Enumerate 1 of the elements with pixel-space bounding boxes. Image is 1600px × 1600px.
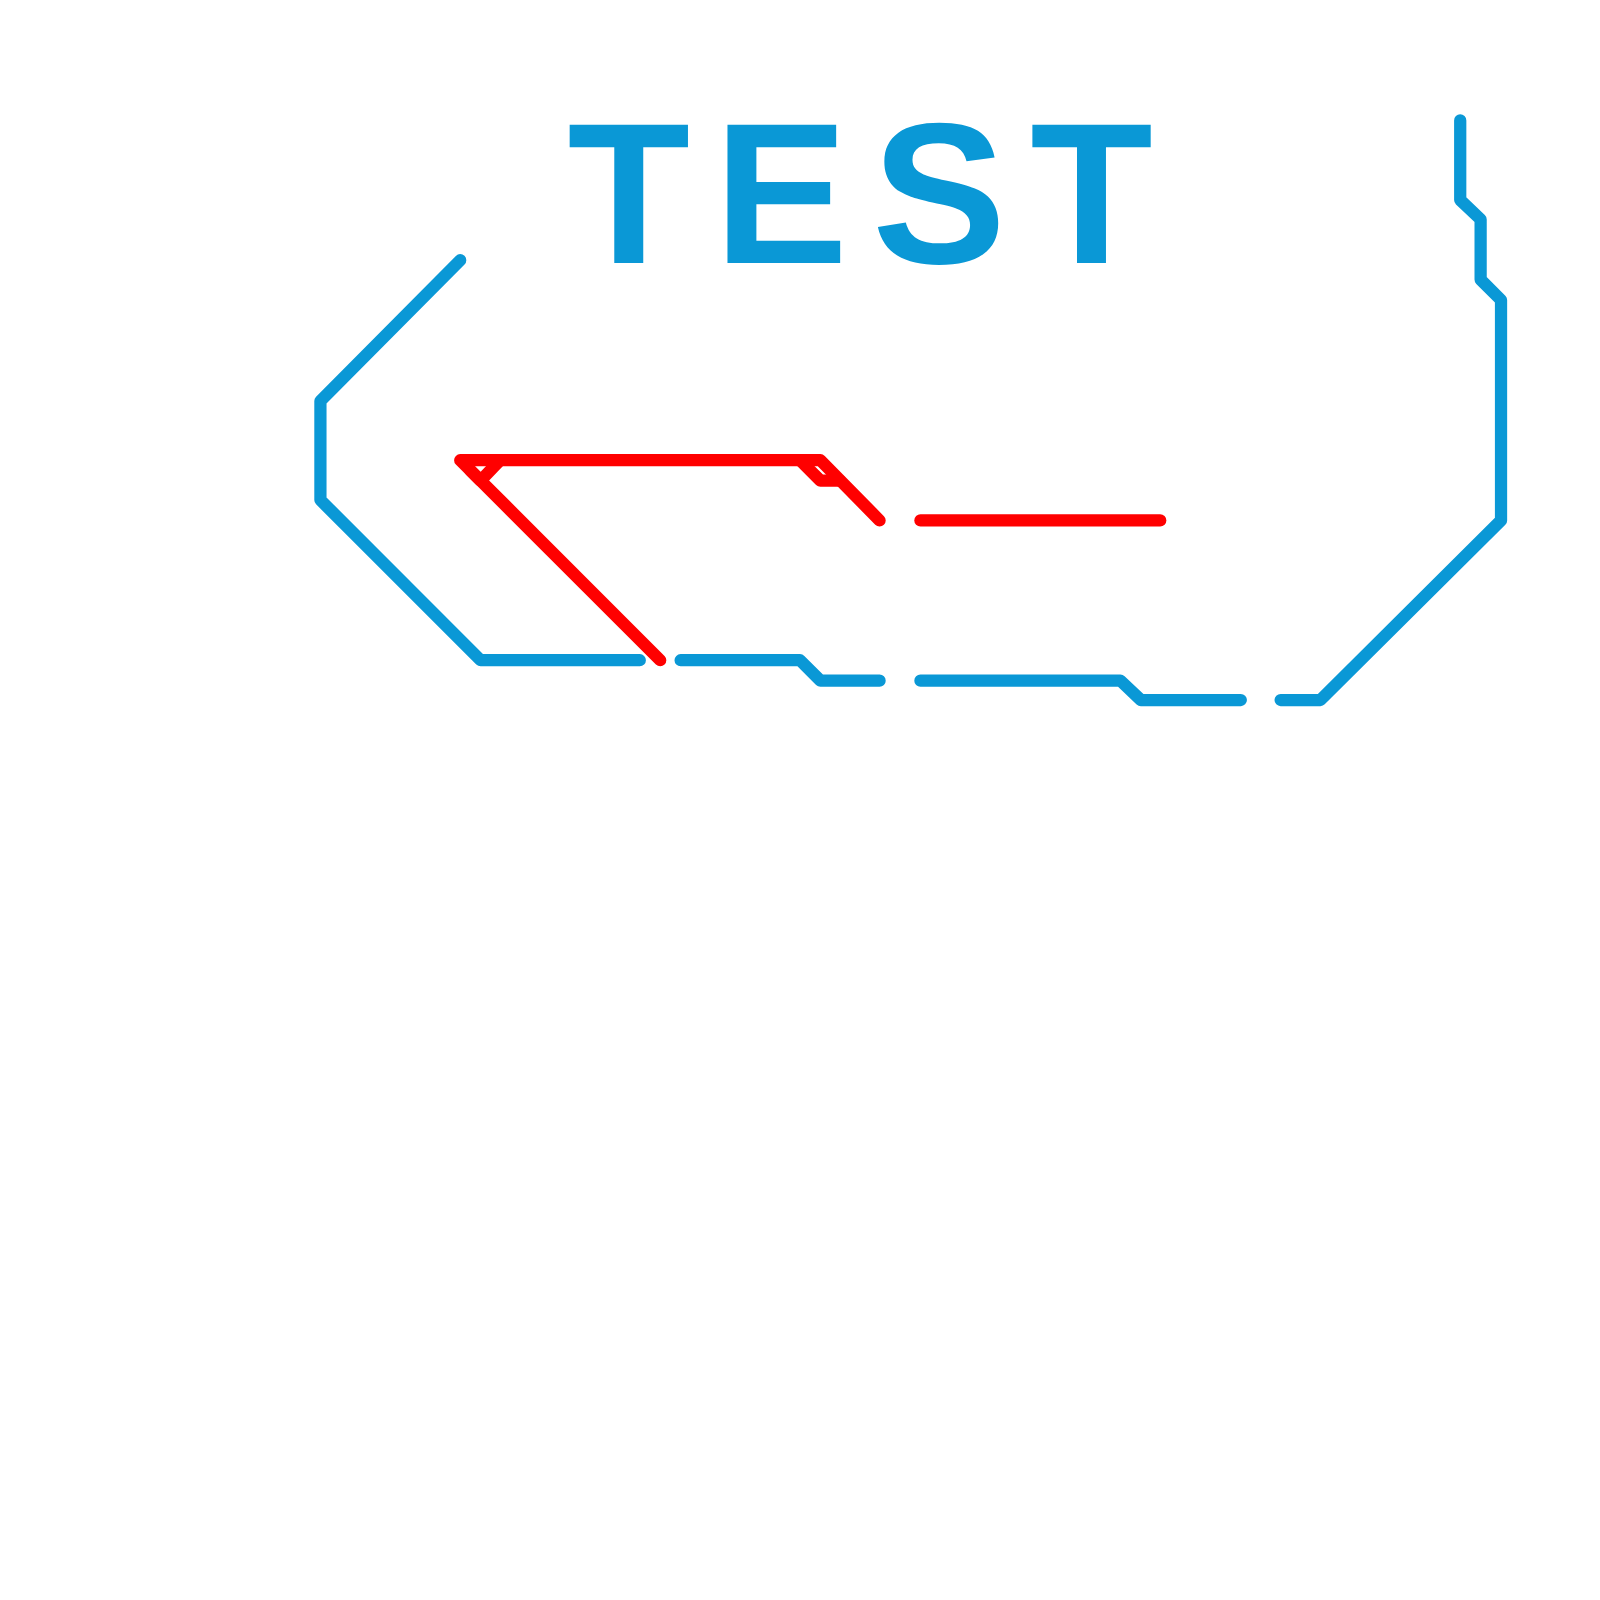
heading: TEST [569,122,1151,265]
